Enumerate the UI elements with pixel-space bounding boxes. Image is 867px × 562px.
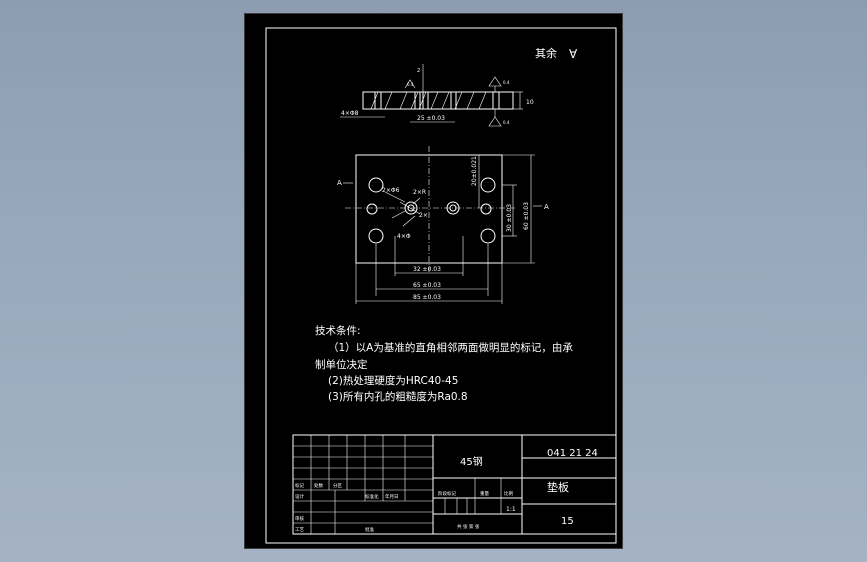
- section-dim-bottom: 25 ±0.03: [417, 115, 445, 122]
- tech-heading: 技术条件:: [315, 324, 361, 337]
- svg-text:批准: 批准: [365, 526, 374, 533]
- hole-label-2: 2×R: [413, 189, 426, 196]
- hdim-3: 85 ±0.03: [413, 294, 441, 301]
- tech-line-4: (3)所有内孔的粗糙度为Ra0.8: [328, 390, 468, 403]
- plan-view: 2×Φ6 2×R 2× 4×Φ A A 20±0.021 30 ±0.03 60…: [337, 146, 549, 304]
- drawing-no: 041 21 24: [547, 448, 598, 459]
- section-view: 4×Φ8 25 ±0.03 10 2 0.4 0.4 0.4: [340, 64, 534, 127]
- svg-text:标准化: 标准化: [365, 493, 379, 500]
- scale: 1:1: [506, 506, 516, 513]
- hole-label-1: 2×Φ6: [382, 187, 400, 194]
- hdim-2: 65 ±0.03: [413, 282, 441, 289]
- tech-line-2: 制单位决定: [315, 358, 368, 371]
- hole-label-3: 2×: [419, 212, 428, 219]
- svg-text:0.4: 0.4: [503, 80, 510, 85]
- inner-frame: [265, 27, 617, 544]
- svg-text:工艺: 工艺: [295, 527, 304, 533]
- section-dim-height: 10: [526, 99, 534, 106]
- drawing-sheet: 其余 ∀: [244, 13, 623, 549]
- svg-text:重量: 重量: [480, 490, 489, 497]
- tech-line-1: （1）以A为基准的直角相邻两面做明显的标记，由承: [328, 341, 573, 354]
- section-dim-top: 2: [417, 68, 420, 74]
- vdim-top: 20±0.021: [471, 156, 478, 186]
- roughness-note: 其余: [535, 46, 557, 60]
- material: 45钢: [460, 455, 483, 468]
- svg-text:0.4: 0.4: [503, 120, 510, 125]
- svg-text:设计: 设计: [295, 493, 304, 500]
- svg-text:比例: 比例: [504, 490, 513, 497]
- svg-text:分区: 分区: [333, 482, 342, 489]
- section-mark-left: A: [337, 179, 342, 187]
- svg-text:审核: 审核: [295, 515, 304, 522]
- svg-text:共 张 第 张: 共 张 第 张: [457, 523, 480, 530]
- title-block: 标记 处数 分区 设计 标准化 年月日 审核 工艺 批准 阶段标记 重量 比例 …: [292, 434, 617, 535]
- hole-label-4: 4×Φ: [397, 233, 411, 240]
- part-name: 垫板: [547, 480, 569, 494]
- svg-text:阶段标记: 阶段标记: [438, 490, 456, 497]
- sheet-no: 15: [561, 516, 574, 527]
- cad-drawing: 其余 ∀: [265, 27, 617, 544]
- vdim-right-2: 60 ±0.03: [523, 202, 530, 230]
- section-mark-right: A: [544, 203, 549, 211]
- svg-text:标记: 标记: [295, 482, 304, 489]
- tech-notes: 技术条件: （1）以A为基准的直角相邻两面做明显的标记，由承 制单位决定 (2)…: [315, 324, 573, 403]
- svg-text:0.4: 0.4: [407, 82, 414, 87]
- tech-line-3: (2)热处理硬度为HRC40-45: [328, 374, 458, 387]
- section-dim-left: 4×Φ8: [341, 110, 359, 117]
- vdim-right-1: 30 ±0.03: [506, 204, 513, 232]
- svg-text:处数: 处数: [314, 482, 323, 489]
- roughness-symbol: ∀: [569, 47, 578, 61]
- svg-text:年月日: 年月日: [385, 493, 399, 500]
- hdim-1: 32 ±0.03: [413, 266, 441, 273]
